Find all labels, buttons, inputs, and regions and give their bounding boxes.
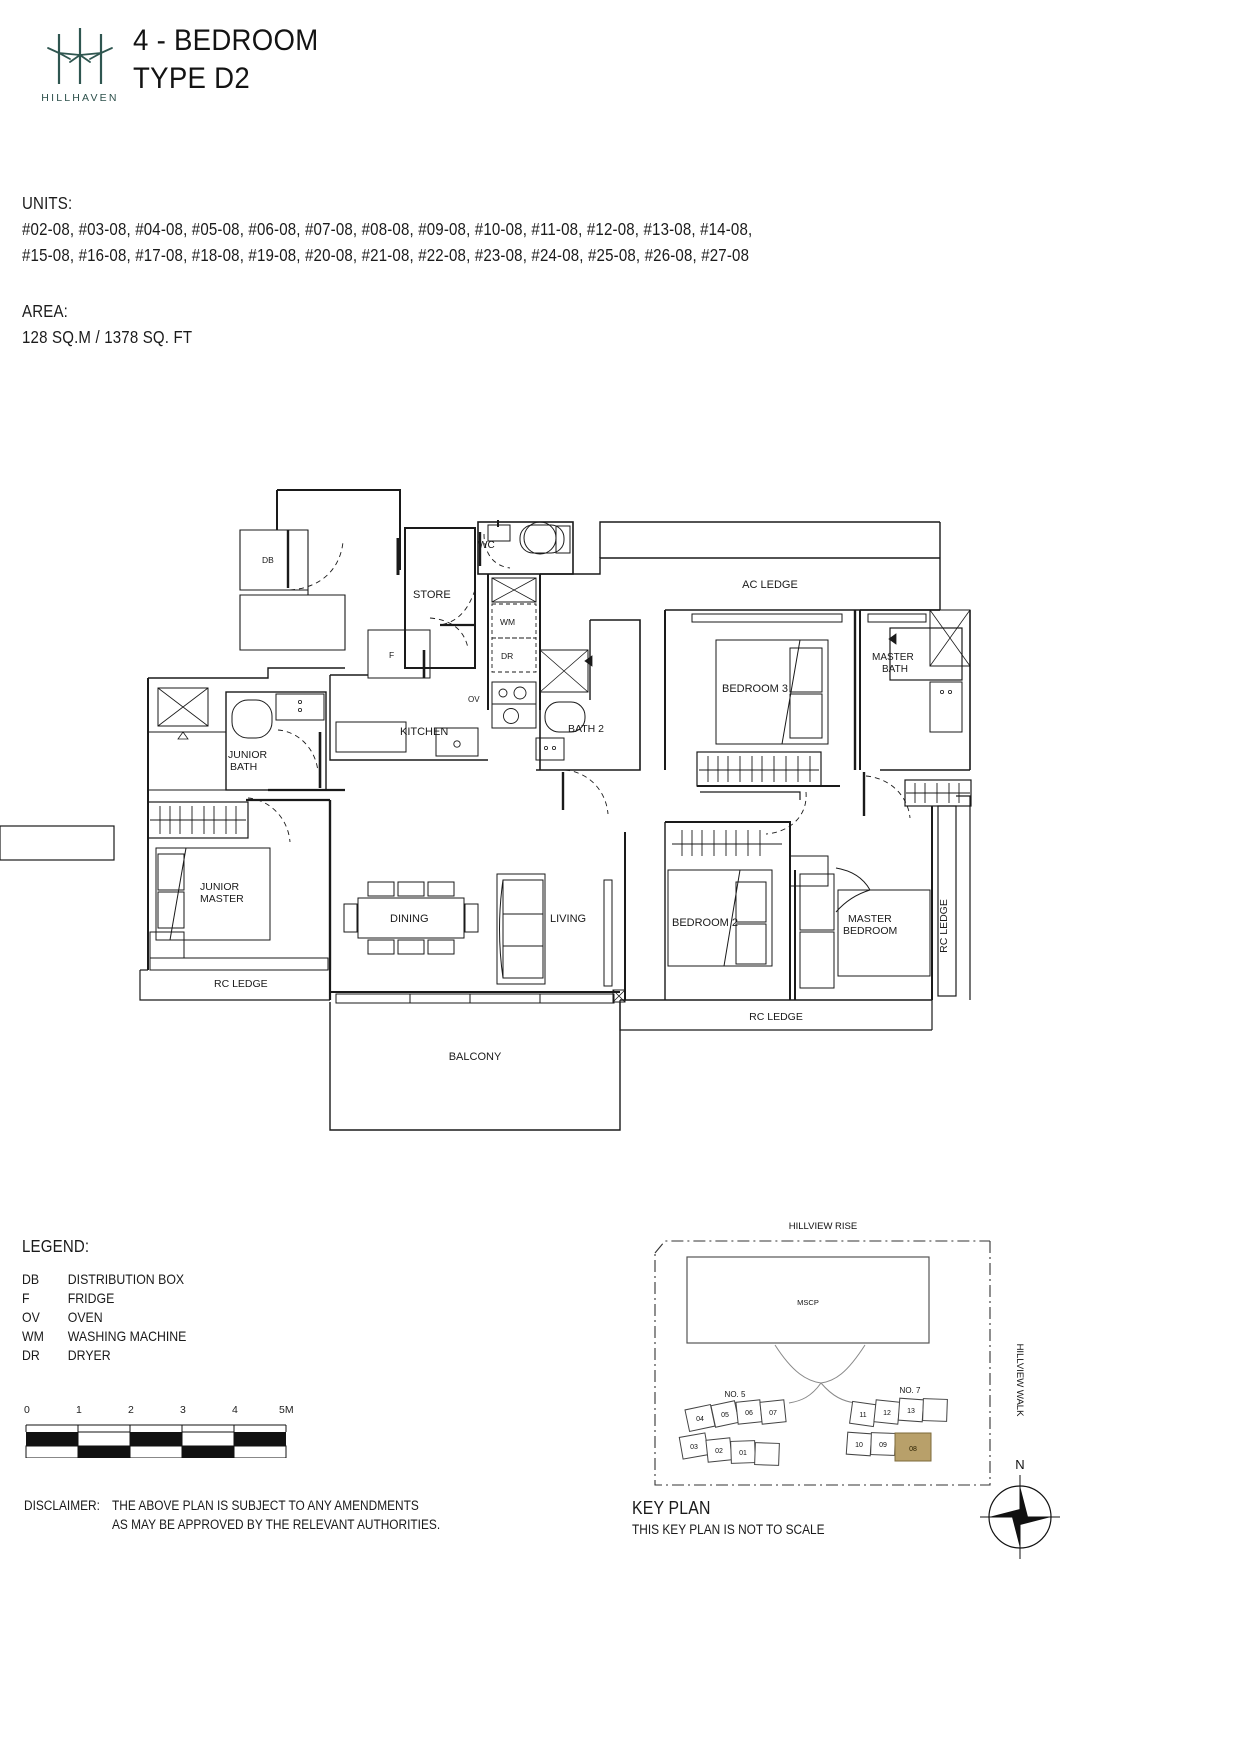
floor-plan: DB STORE WC WM DR F KI bbox=[0, 470, 1240, 1150]
scale-bar: 0 1 2 3 4 5M bbox=[24, 1404, 314, 1458]
plan-label-bedroom2: BEDROOM 2 bbox=[672, 917, 738, 929]
stack-label: 12 bbox=[883, 1410, 891, 1417]
compass-north-label: N bbox=[1015, 1457, 1024, 1472]
stack-label: 03 bbox=[690, 1444, 698, 1451]
plan-label-balcony: BALCONY bbox=[449, 1051, 502, 1063]
plan-label-db: DB bbox=[262, 555, 274, 565]
title-line-1: 4 - BEDROOM bbox=[133, 24, 319, 57]
plan-label-living: LIVING bbox=[550, 913, 586, 925]
legend-desc: FRIDGE bbox=[67, 1290, 115, 1306]
legend-item: DR DRYER bbox=[22, 1346, 186, 1365]
scale-tick: 3 bbox=[180, 1404, 186, 1416]
site-boundary bbox=[654, 1240, 991, 1486]
legend-abbr: DB bbox=[22, 1271, 40, 1287]
scale-tick: 4 bbox=[232, 1404, 238, 1416]
stack-label: 06 bbox=[745, 1410, 753, 1417]
legend-desc: WASHING MACHINE bbox=[67, 1328, 187, 1344]
stack-label: 01 bbox=[739, 1450, 747, 1457]
disclaimer-text-2: AS MAY BE APPROVED BY THE RELEVANT AUTHO… bbox=[112, 1517, 441, 1532]
area-label: AREA: bbox=[22, 301, 69, 321]
stack-label-highlight: 08 bbox=[909, 1446, 917, 1453]
stack-label: 11 bbox=[859, 1412, 866, 1419]
scale-tick: 1 bbox=[76, 1404, 82, 1416]
legend-item: DB DISTRIBUTION BOX bbox=[22, 1270, 186, 1289]
mscp-block bbox=[686, 1256, 930, 1344]
plan-label-junior-master-1: JUNIOR bbox=[200, 881, 240, 893]
stack-label: 02 bbox=[715, 1448, 723, 1455]
stack-label: 05 bbox=[721, 1412, 729, 1419]
plan-label-wm: WM bbox=[500, 617, 515, 627]
title-line-2: TYPE D2 bbox=[133, 62, 250, 95]
legend-item: WM WASHING MACHINE bbox=[22, 1327, 186, 1346]
legend-desc: OVEN bbox=[67, 1309, 103, 1325]
key-plan-title: KEY PLAN bbox=[632, 1498, 711, 1518]
legend-item: OV OVEN bbox=[22, 1308, 186, 1327]
road-label-right: HILLVIEW WALK bbox=[1014, 1344, 1025, 1418]
logo-wordmark: HILLHAVEN bbox=[41, 92, 119, 104]
disclaimer-line-2: AS MAY BE APPROVED BY THE RELEVANT AUTHO… bbox=[24, 1515, 440, 1534]
units-label: UNITS: bbox=[22, 193, 73, 213]
disclaimer: DISCLAIMER: THE ABOVE PLAN IS SUBJECT TO… bbox=[24, 1496, 497, 1534]
disclaimer-spacer bbox=[24, 1515, 112, 1534]
scale-bar-graphic bbox=[25, 1424, 287, 1458]
plan-label-junior-bath-1: JUNIOR bbox=[228, 749, 268, 761]
highlighted-stack-08 bbox=[894, 1432, 932, 1462]
plan-label-master-bath-1: MASTER bbox=[872, 652, 914, 663]
legend-abbr: OV bbox=[22, 1309, 40, 1325]
page-title: 4 - BEDROOM TYPE D2 bbox=[133, 22, 335, 98]
mscp-label: MSCP bbox=[797, 1298, 819, 1307]
disclaimer-line-1: DISCLAIMER: THE ABOVE PLAN IS SUBJECT TO… bbox=[24, 1496, 440, 1515]
plan-label-master-bedroom-2: BEDROOM bbox=[843, 925, 897, 937]
scale-tick: 0 bbox=[24, 1404, 30, 1416]
legend-item: F FRIDGE bbox=[22, 1289, 186, 1308]
legend-desc: DISTRIBUTION BOX bbox=[67, 1271, 185, 1287]
page-header: HILLHAVEN 4 - BEDROOM TYPE D2 bbox=[0, 0, 1240, 140]
plan-label-ac-ledge: AC LEDGE bbox=[742, 579, 798, 591]
units-line-2: #15-08, #16-08, #17-08, #18-08, #19-08, … bbox=[22, 245, 750, 265]
area-value: 128 SQ.M / 1378 SQ. FT bbox=[22, 327, 193, 347]
scale-tick: 5M bbox=[279, 1404, 294, 1416]
legend-title: LEGEND: bbox=[22, 1236, 90, 1256]
plan-label-wc: WC bbox=[478, 540, 495, 551]
stack-label: 10 bbox=[855, 1442, 863, 1449]
block-label-right: NO. 7 bbox=[900, 1386, 921, 1395]
disclaimer-key: DISCLAIMER: bbox=[24, 1498, 100, 1513]
plan-label-rc-ledge-vertical: RC LEDGE bbox=[938, 899, 950, 953]
plan-label-oven: OV bbox=[468, 695, 480, 704]
units-line-1: #02-08, #03-08, #04-08, #05-08, #06-08, … bbox=[22, 219, 753, 239]
plan-label-junior-bath-2: BATH bbox=[230, 761, 257, 773]
stack-label: 13 bbox=[907, 1408, 915, 1415]
plan-label-bedroom3: BEDROOM 3 bbox=[722, 683, 788, 695]
plan-label-junior-master-2: MASTER bbox=[200, 893, 244, 905]
stack-label: 04 bbox=[696, 1416, 704, 1423]
plan-label-master-bath-2: BATH bbox=[882, 664, 908, 675]
logo-bamboo-icon bbox=[47, 28, 113, 84]
stack-label: 09 bbox=[879, 1442, 887, 1449]
plan-label-dr: DR bbox=[501, 651, 513, 661]
plan-label-rc-ledge-right: RC LEDGE bbox=[749, 1011, 803, 1023]
legend-abbr: WM bbox=[22, 1328, 44, 1344]
compass-rose: N bbox=[975, 1455, 1065, 1560]
legend-abbr: DR bbox=[22, 1347, 40, 1363]
plan-label-dining: DINING bbox=[390, 913, 429, 925]
plan-label-fridge: F bbox=[389, 650, 394, 660]
disclaimer-text-1: THE ABOVE PLAN IS SUBJECT TO ANY AMENDME… bbox=[112, 1498, 419, 1513]
stack-label: 07 bbox=[769, 1410, 777, 1417]
block-label-left: NO. 5 bbox=[725, 1390, 746, 1399]
legend-desc: DRYER bbox=[67, 1347, 111, 1363]
road-label-top: HILLVIEW RISE bbox=[789, 1221, 857, 1232]
plan-label-rc-ledge-left: RC LEDGE bbox=[214, 978, 268, 990]
legend-abbr: F bbox=[22, 1290, 30, 1306]
key-plan: MSCP HILLVIEW RISE HILLVIEW WALK NO. 5 0… bbox=[625, 1205, 1045, 1505]
plan-label-bath2: BATH 2 bbox=[568, 723, 604, 735]
scale-tick: 2 bbox=[128, 1404, 134, 1416]
plan-label-master-bedroom-1: MASTER bbox=[848, 913, 892, 925]
hillhaven-logo: HILLHAVEN bbox=[26, 22, 134, 114]
key-plan-subtitle: THIS KEY PLAN IS NOT TO SCALE bbox=[632, 1522, 825, 1537]
legend-list: DB DISTRIBUTION BOX F FRIDGE OV OVEN WM … bbox=[22, 1270, 209, 1365]
plan-label-store: STORE bbox=[413, 589, 451, 601]
